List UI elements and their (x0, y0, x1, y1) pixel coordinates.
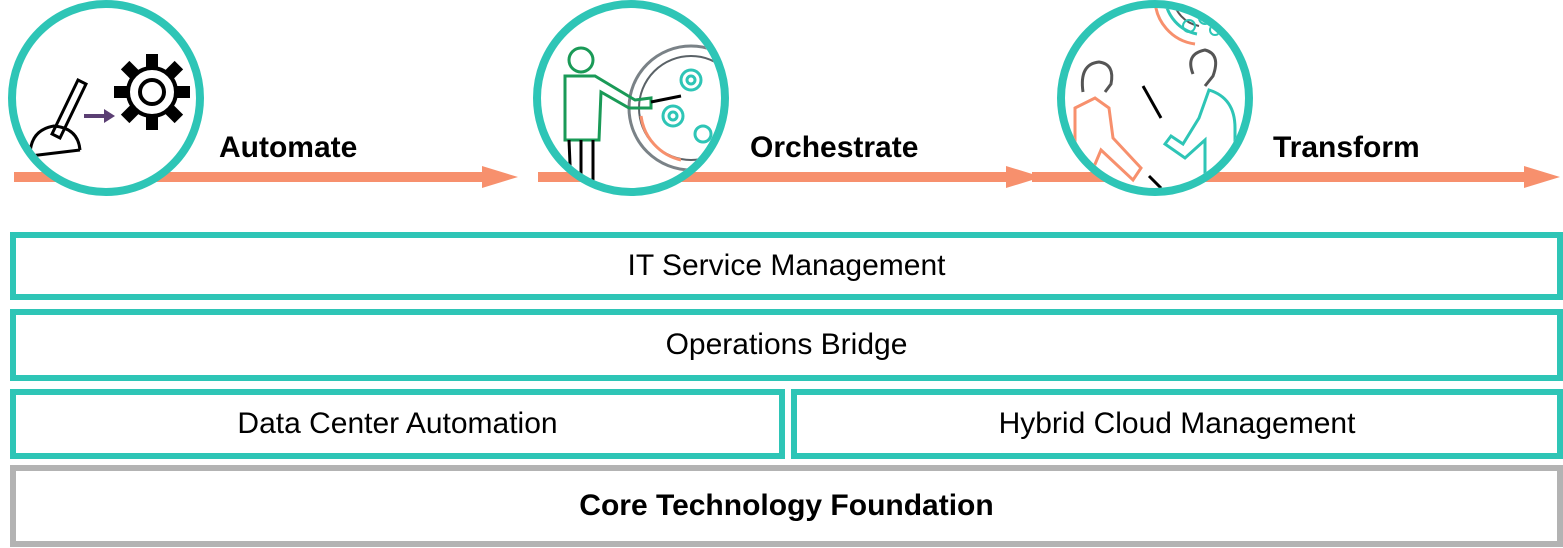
layer-label: Data Center Automation (237, 407, 558, 440)
layer-label: Hybrid Cloud Management (998, 407, 1356, 440)
layer-it-service-management: IT Service Management (10, 232, 1563, 300)
layer-label: IT Service Management (627, 249, 946, 282)
lever-gear-icon (28, 54, 190, 158)
layer-label: Operations Bridge (665, 328, 908, 361)
person-presenting-gears-icon (563, 44, 721, 188)
stage-label-orchestrate: Orchestrate (750, 131, 919, 164)
orchestrate-circle (533, 0, 729, 196)
stage-label-automate: Automate (219, 131, 358, 164)
layer-operations-bridge: Operations Bridge (10, 309, 1563, 381)
stage-label-transform: Transform (1273, 131, 1420, 164)
layer-label: Core Technology Foundation (579, 489, 994, 522)
orchestrate-arrow (538, 166, 1042, 188)
transform-circle (1057, 0, 1253, 196)
layer-data-center-automation: Data Center Automation (10, 389, 785, 459)
layer-hybrid-cloud-management: Hybrid Cloud Management (791, 389, 1563, 459)
two-people-handshake-icon (1073, 8, 1237, 188)
layer-core-technology-foundation: Core Technology Foundation (10, 465, 1563, 547)
automate-circle (8, 0, 204, 196)
transform-arrow (1032, 166, 1560, 188)
automate-arrow (14, 166, 518, 188)
